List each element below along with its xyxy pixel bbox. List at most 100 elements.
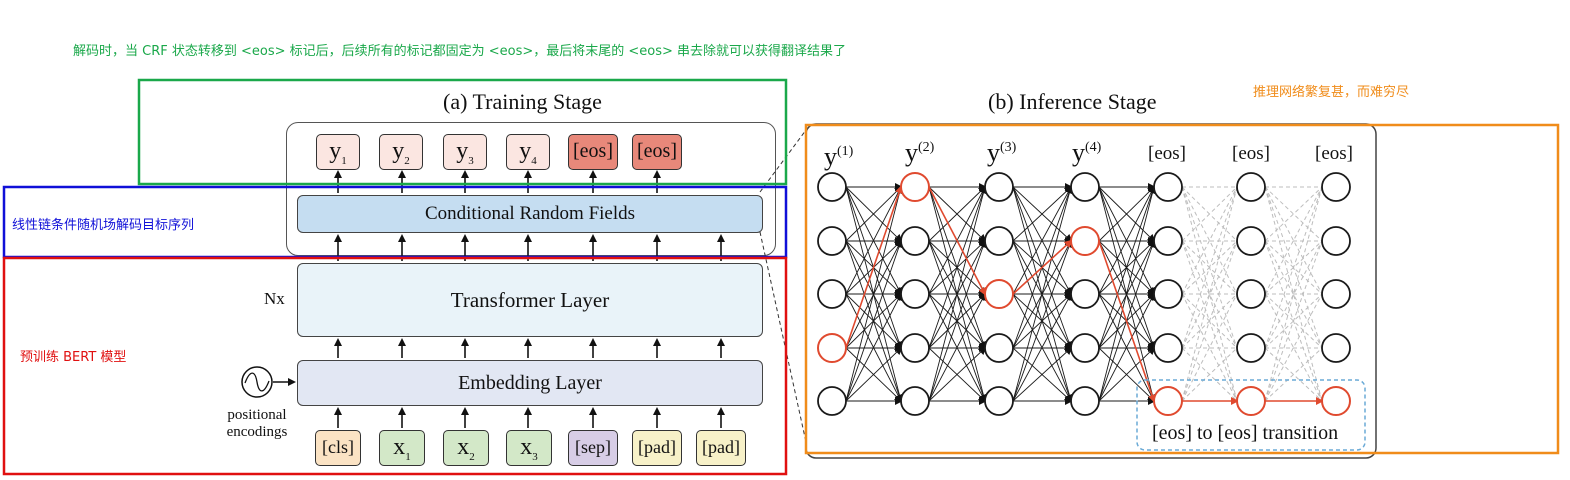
inference-edge-dashed [1264,293,1323,402]
positional-encoding-icon [241,366,296,398]
input-token: [sep] [568,430,618,466]
inference-node [900,333,930,363]
inference-edge [1098,346,1156,402]
input-token: [pad] [632,430,682,466]
inference-edge [928,239,987,402]
inference-edge [1098,185,1156,349]
inference-node [984,226,1014,256]
output-token: y4 [506,134,550,170]
positional-encodings-label: positional encodings [226,407,288,440]
inference-node-selected [900,172,930,202]
nx-label: Nx [264,289,285,308]
inference-edge [845,239,903,402]
inference-edge [1098,185,1157,402]
inference-edge [845,185,904,402]
inference-edge [928,292,986,402]
inference-node-selected [1153,386,1183,416]
inference-edge-dashed [1264,293,1323,349]
inference-edge-dashed [1264,186,1323,349]
blue-annotation-frame [2,185,788,259]
inference-node [817,172,847,202]
orange-annotation-frame [804,123,1560,455]
inference-node [1236,333,1266,363]
inference-edge-dashed [1264,293,1323,349]
inference-edge-dashed [1181,186,1238,295]
inference-path-edge [845,185,903,349]
inference-node-selected [1236,386,1266,416]
input-token: x2 [443,430,489,466]
inference-edge [1012,346,1073,402]
inference-node [817,279,847,309]
svg-text:[eos]: [eos] [1315,143,1353,164]
inference-edge [845,185,902,295]
inference-node-selected [817,333,847,363]
inference-edge-dashed [1181,186,1238,349]
inference-node [1321,333,1351,363]
inference-node [1070,333,1100,363]
input-token: x1 [379,430,425,466]
inference-edge [1098,185,1156,242]
inference-edge [1012,239,1073,402]
input-token: [cls] [315,430,361,466]
svg-text:[eos]: [eos] [1232,143,1270,164]
inference-node [1153,172,1183,202]
green-annotation-frame [137,78,788,186]
inference-path-edge [1098,240,1156,403]
inference-edge [928,185,987,242]
inference-edge-dashed [1181,186,1238,242]
inference-node [1321,279,1351,309]
input-token: x3 [506,430,552,466]
inference-node [984,333,1014,363]
inference-edge-dashed [1264,347,1323,402]
input-token: [pad] [696,430,746,466]
inference-edge-dashed [1181,240,1238,349]
inference-node [1070,386,1100,416]
crf-layer: Conditional Random Fields [297,195,763,233]
inference-node [817,226,847,256]
inference-edge-dashed [1264,186,1323,295]
svg-text:y(4): y(4) [1072,138,1102,167]
svg-text:y(1): y(1) [824,142,854,171]
training-arrows [334,170,725,428]
inference-edge [928,185,987,349]
inference-edge-dashed [1181,186,1238,402]
inference-node [1070,279,1100,309]
inference-edge [928,185,988,402]
inference-edge [845,292,902,402]
inference-edge-dashed [1181,240,1238,349]
inference-annotation: 推理网络繁复甚，而难穷尽 [1253,85,1410,100]
inference-node [1321,172,1351,202]
inference-edge-dashed [1181,186,1238,295]
top-annotation: 解码时，当 CRF 状态转移到 <eos> 标记后，后续所有的标记都固定为 <e… [73,44,847,59]
crf-annotation: 线性链条件随机场解码目标序列 [12,218,195,233]
eos-transition-label: [eos] to [eos] transition [1152,422,1338,444]
output-token: y3 [443,134,487,170]
inference-node [1236,172,1266,202]
training-stage-title: (a) Training Stage [443,89,602,114]
inference-edge-dashed [1264,186,1323,242]
output-group-frame [286,122,776,256]
inference-node [1236,226,1266,256]
inference-edge-dashed [1181,293,1238,402]
svg-text:[eos]: [eos] [1148,143,1186,164]
svg-text:y(2): y(2) [905,138,935,167]
output-token-eos: [eos] [632,134,682,170]
embedding-layer: Embedding Layer [297,360,763,406]
inference-edge-dashed [1181,347,1238,402]
inference-edge-dashed [1264,186,1323,402]
inference-node [1321,226,1351,256]
red-annotation-frame [2,256,788,476]
inference-node [817,386,847,416]
inference-edge-dashed [1264,240,1323,402]
inference-edge-dashed [1181,240,1238,402]
transformer-layer: Transformer Layer [297,263,763,337]
inference-edge-dashed [1181,293,1238,402]
inference-path-edge [928,186,986,296]
inference-node [900,226,930,256]
output-token-eos: [eos] [568,134,618,170]
inference-node [1070,172,1100,202]
inference-node-selected [984,279,1014,309]
inference-edge-dashed [1264,186,1323,242]
output-token: y2 [379,134,423,170]
